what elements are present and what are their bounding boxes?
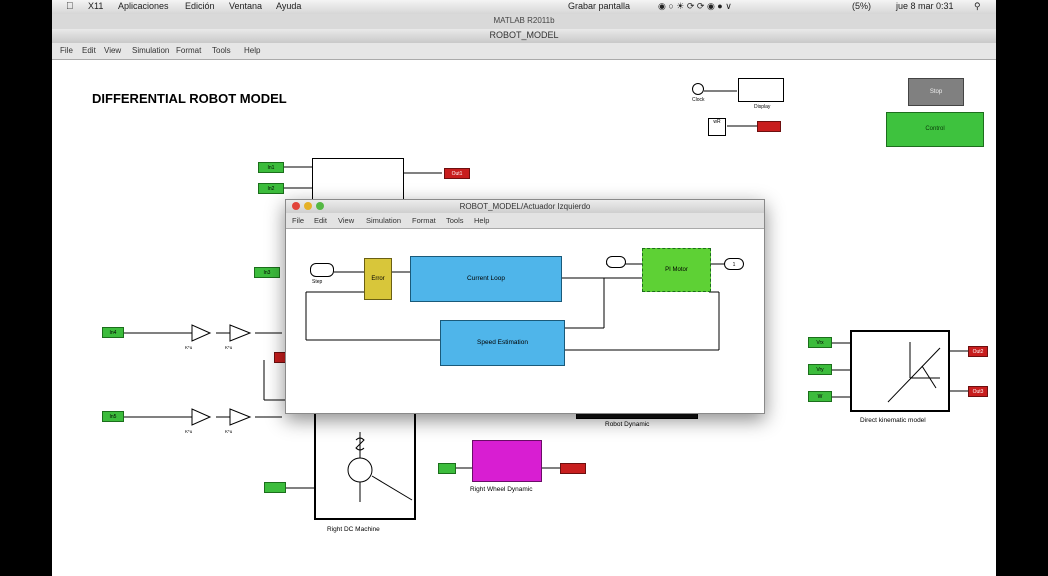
gain-block-3[interactable]	[191, 408, 212, 426]
step-block[interactable]	[310, 263, 334, 277]
stop-button[interactable]: Stop	[908, 78, 964, 106]
clock-label: Clock	[692, 97, 705, 103]
wheel-output-port[interactable]	[560, 463, 586, 474]
window-menu: File Edit View Simulation Format Tools H…	[52, 43, 996, 60]
pi-motor-block[interactable]: PI Motor	[642, 248, 711, 292]
spotlight-icon[interactable]: ⚲	[974, 1, 981, 11]
status-icons: ◉ ○ ☀ ⟳ ⟳ ◉ ● ∨	[658, 1, 732, 11]
kinematic-diagram	[887, 342, 941, 403]
subsystem-lines	[305, 263, 724, 351]
sub-menu-edit[interactable]: Edit	[314, 216, 327, 225]
battery-status[interactable]: (5%)	[852, 1, 872, 11]
menu-x11[interactable]: X11	[88, 1, 104, 11]
right-wheel-dynamic-block[interactable]	[472, 440, 542, 482]
input-port-4[interactable]: In4	[102, 327, 124, 338]
menu-aplicaciones[interactable]: Aplicaciones	[118, 1, 169, 11]
kin-input-vrx[interactable]: Vrx	[808, 337, 832, 348]
clock-status[interactable]: jue 8 mar 0:31	[896, 1, 954, 11]
step-label: Step	[312, 279, 323, 285]
right-dc-machine-label: Right DC Machine	[327, 526, 380, 533]
gain-block-4[interactable]	[229, 408, 252, 426]
matlab-title: MATLAB R2011b	[52, 14, 996, 30]
gain-block-2[interactable]	[229, 324, 252, 342]
recording-status[interactable]: Grabar pantalla	[568, 1, 631, 11]
menu-view[interactable]: View	[104, 46, 122, 55]
error-block[interactable]: Error	[364, 258, 392, 300]
right-wheel-dynamic-label: Right Wheel Dynamic	[470, 486, 533, 493]
robot-dynamic-label: Robot Dynamic	[605, 421, 650, 428]
menu-edit[interactable]: Edit	[82, 46, 96, 55]
direct-kinematic-block[interactable]	[850, 330, 950, 412]
top-output-port[interactable]: Out1	[444, 168, 470, 179]
menu-tools[interactable]: Tools	[212, 46, 231, 55]
apple-icon[interactable]: 	[66, 1, 74, 12]
goto-tag-block[interactable]	[606, 256, 626, 268]
kin-output-2[interactable]: Out3	[968, 386, 988, 397]
angle-out-port[interactable]	[757, 121, 781, 132]
sub-menu-help[interactable]: Help	[474, 216, 490, 225]
menu-format[interactable]: Format	[176, 46, 202, 55]
display-block[interactable]	[738, 78, 784, 102]
menu-ventana[interactable]: Ventana	[229, 1, 263, 11]
left-dc-machine-block[interactable]	[312, 158, 404, 206]
subsystem-window[interactable]: ROBOT_MODEL/Actuador Izquierdo File Edit…	[285, 199, 765, 414]
control-block[interactable]: Control	[886, 112, 984, 147]
angle-gain-block[interactable]: wR	[708, 118, 726, 136]
subsystem-menu: File Edit View Simulation Format Tools H…	[286, 213, 764, 229]
gain-block-1[interactable]	[191, 324, 212, 342]
sub-menu-file[interactable]: File	[292, 216, 305, 225]
menu-help[interactable]: Help	[244, 46, 261, 55]
input-port-1[interactable]: In1	[258, 162, 284, 173]
right-dc-input-port[interactable]	[264, 482, 286, 493]
gain-blocks	[191, 324, 252, 426]
input-port-3[interactable]: In3	[254, 267, 280, 278]
mac-menubar:  X11 Aplicaciones Edición Ventana Ayuda…	[52, 0, 996, 15]
sub-menu-simulation[interactable]: Simulation	[366, 216, 402, 225]
sub-menu-tools[interactable]: Tools	[446, 216, 464, 225]
menu-ayuda[interactable]: Ayuda	[276, 1, 302, 11]
gain-label-1: K*u	[185, 345, 193, 350]
display-label: Display	[754, 104, 771, 110]
minimize-icon[interactable]	[304, 202, 312, 210]
direct-kinematic-label: Direct kinematic model	[860, 417, 926, 424]
input-port-2[interactable]: In2	[258, 183, 284, 194]
gain-label-2: K*u	[225, 345, 233, 350]
speed-estimation-block[interactable]: Speed Estimation	[440, 320, 565, 366]
kin-output-1[interactable]: Out2	[968, 346, 988, 357]
right-dc-machine-block[interactable]	[314, 410, 416, 520]
model-title: DIFFERENTIAL ROBOT MODEL	[92, 91, 287, 106]
output-port-block[interactable]: 1	[724, 258, 744, 270]
input-port-5[interactable]: In5	[102, 411, 124, 422]
menu-edicion[interactable]: Edición	[185, 1, 215, 11]
window-title-text: ROBOT_MODEL	[489, 30, 559, 40]
sub-menu-view[interactable]: View	[338, 216, 355, 225]
zoom-icon[interactable]	[316, 202, 324, 210]
angle-gain-label: wR	[713, 119, 721, 125]
gain-label-4: K*u	[225, 429, 233, 434]
current-loop-block[interactable]: Current Loop	[410, 256, 562, 302]
subsystem-window-title-text: ROBOT_MODEL/Actuador Izquierdo	[459, 202, 591, 211]
gain-label-3: K*u	[185, 429, 193, 434]
sub-menu-format[interactable]: Format	[412, 216, 436, 225]
close-icon[interactable]	[292, 202, 300, 210]
window-title: ROBOT_MODEL	[52, 29, 996, 44]
menu-file[interactable]: File	[60, 46, 73, 55]
kin-input-w[interactable]: W	[808, 391, 832, 402]
clock-icon[interactable]	[692, 83, 704, 95]
wheel-input-port[interactable]	[438, 463, 456, 474]
kin-input-vry[interactable]: Vry	[808, 364, 832, 375]
motor-icon	[347, 432, 413, 502]
menu-simulation[interactable]: Simulation	[132, 46, 170, 55]
